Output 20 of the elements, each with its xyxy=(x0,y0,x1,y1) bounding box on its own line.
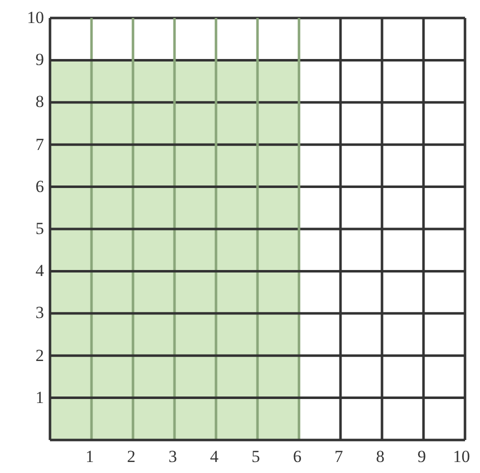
axis-label: 2 xyxy=(36,346,44,365)
axis-label: 6 xyxy=(36,178,44,196)
axis-label: 8 xyxy=(376,448,384,466)
axis-label: 5 xyxy=(36,220,44,238)
axis-label: 10 xyxy=(27,9,44,27)
axis-label: 2 xyxy=(127,448,136,466)
axis-label: 9 xyxy=(418,448,426,466)
axis-label: 6 xyxy=(293,448,302,466)
axis-label: 4 xyxy=(210,448,218,466)
axis-label: 10 xyxy=(453,448,470,466)
axis-label: 3 xyxy=(36,304,44,322)
axis-label: 4 xyxy=(36,262,44,280)
axis-label: 7 xyxy=(334,448,343,466)
axis-label: 9 xyxy=(36,51,44,70)
axis-label: 5 xyxy=(252,448,260,466)
axis-label: 3 xyxy=(168,448,177,466)
axis-label: 7 xyxy=(36,136,44,154)
axis-label: 1 xyxy=(36,388,44,407)
axis-label: 1 xyxy=(86,448,94,466)
axis-label: 8 xyxy=(36,93,44,112)
